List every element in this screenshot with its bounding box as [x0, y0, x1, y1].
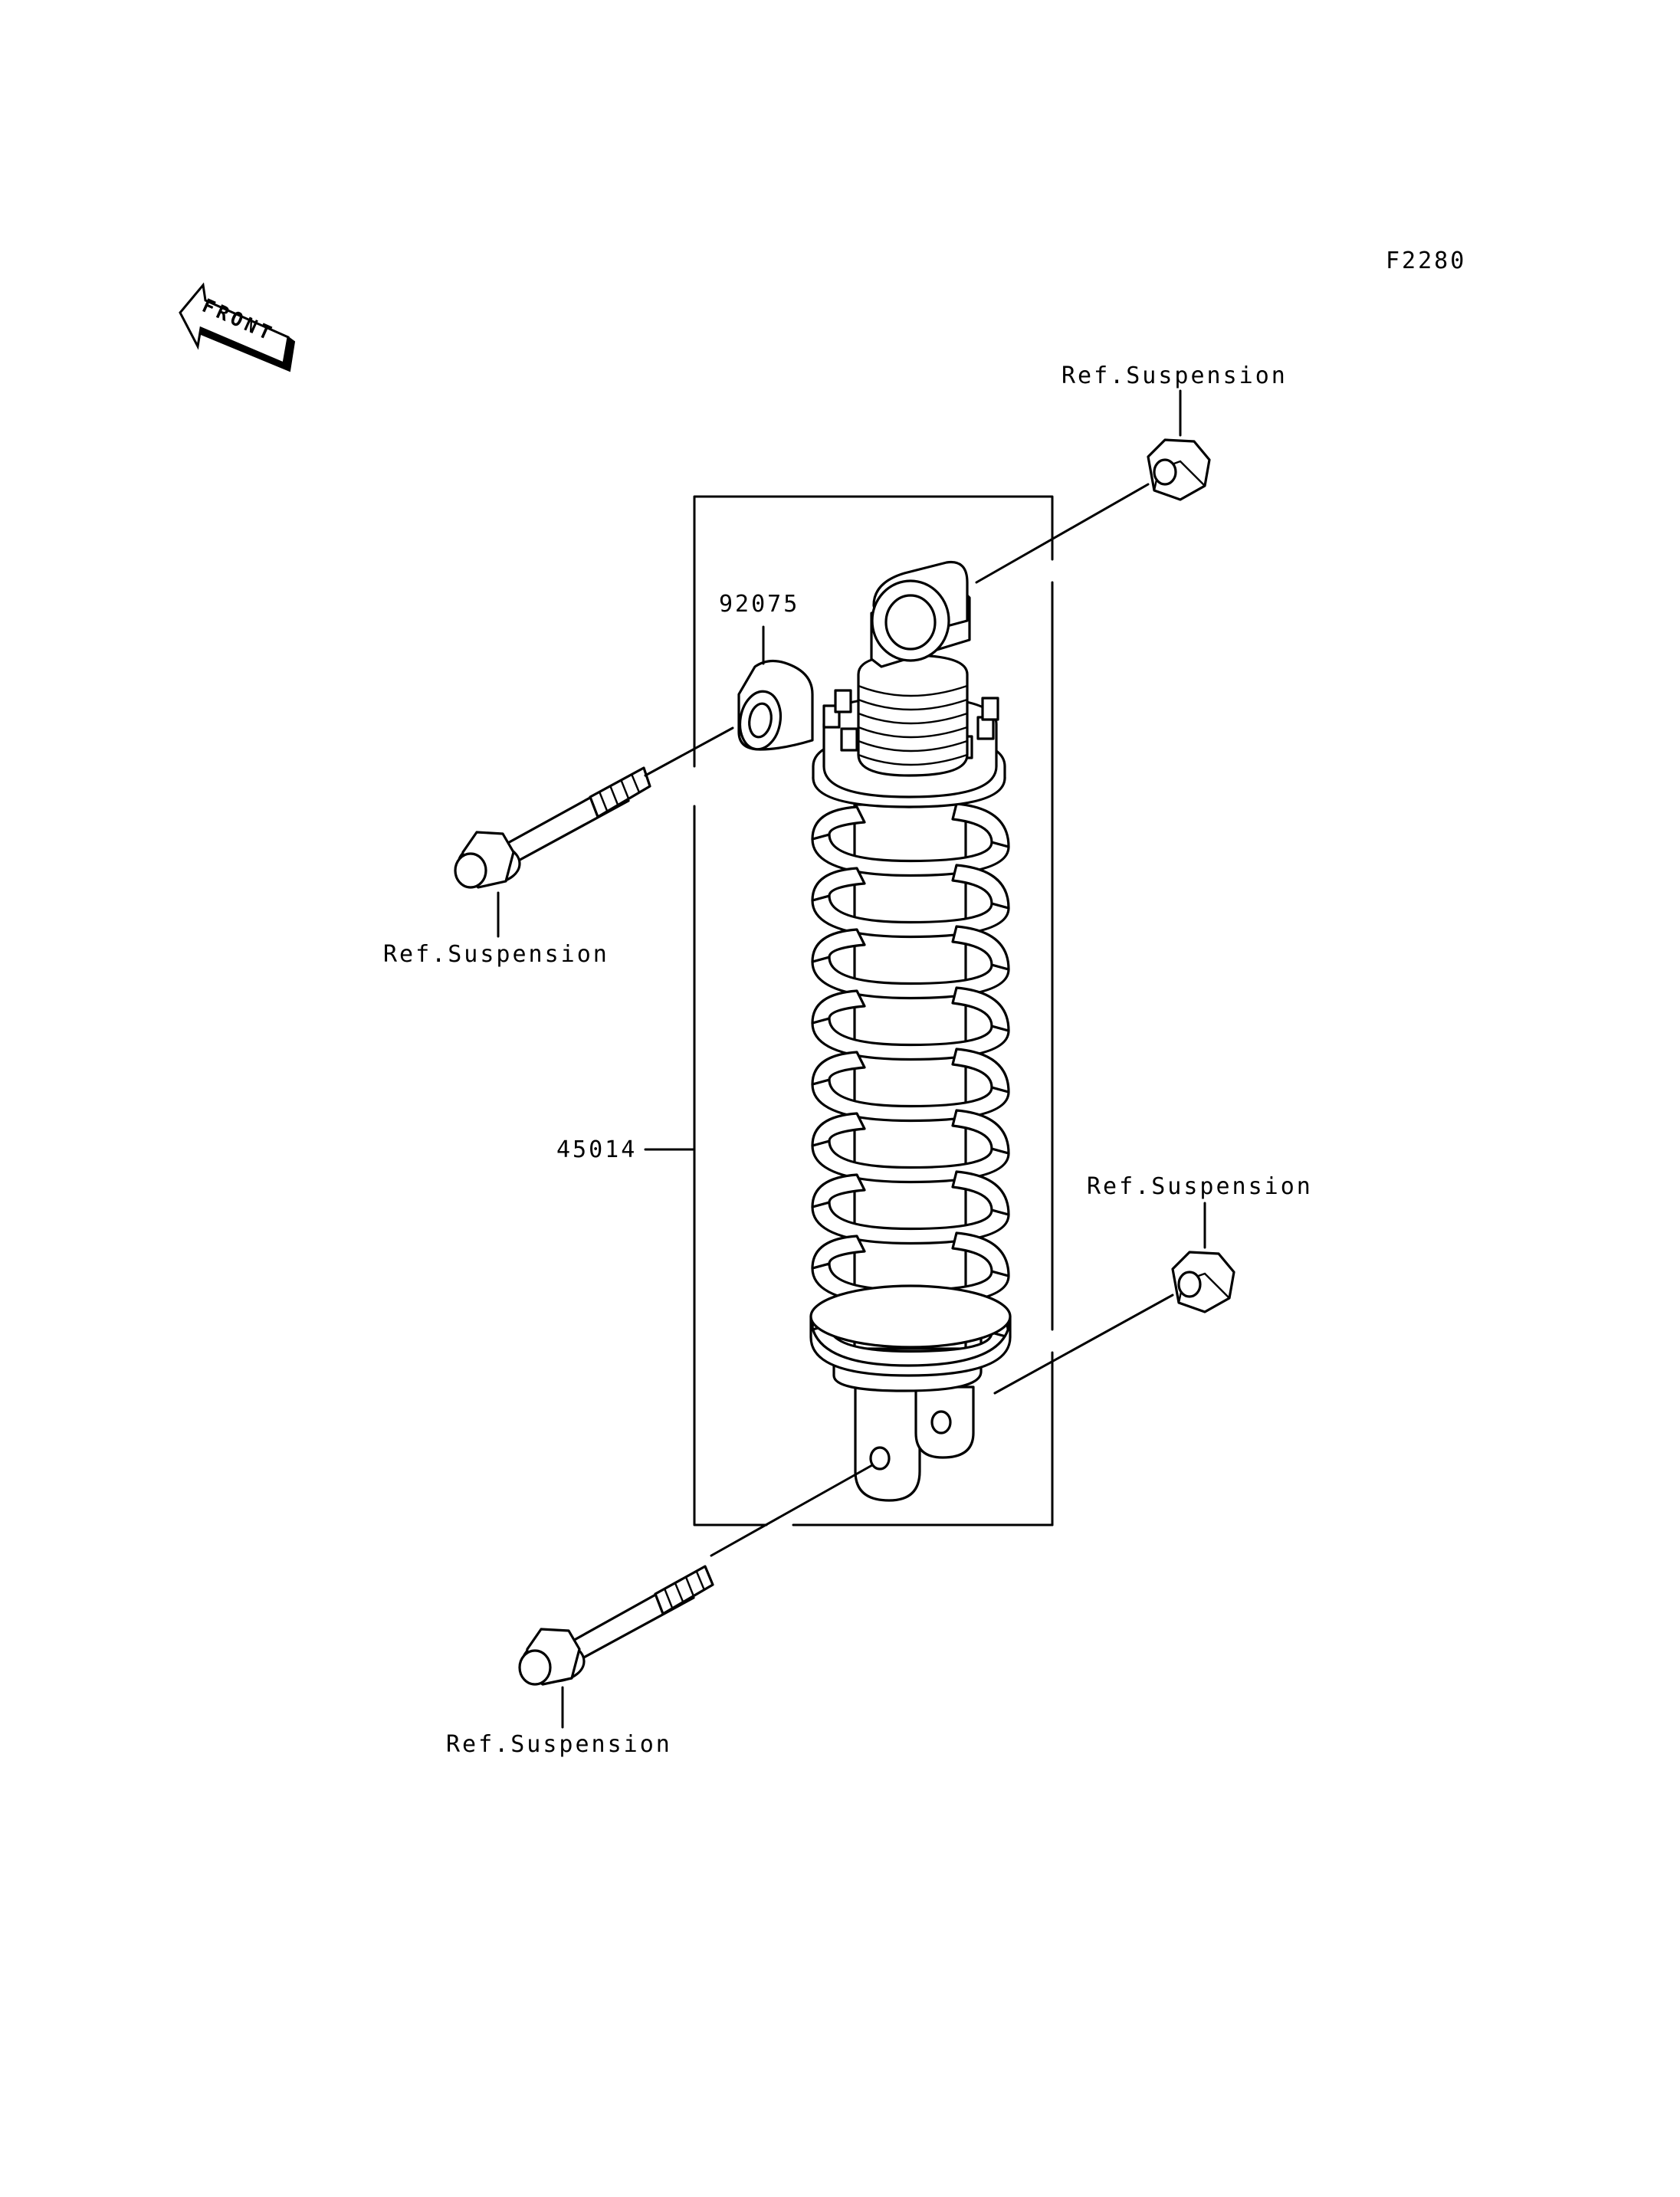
thread-line — [858, 712, 968, 725]
label-ref-suspension-upper-bolt: Ref.Suspension — [383, 941, 609, 968]
thread-line — [858, 739, 968, 753]
leader-lines — [497, 389, 1206, 1729]
upper-bolt — [454, 766, 651, 889]
upper-nut — [1147, 438, 1211, 501]
lower-bolt — [518, 1565, 714, 1686]
label-ref-suspension-lower-nut: Ref.Suspension — [1087, 1173, 1313, 1200]
thread-line — [858, 698, 968, 711]
thread-line — [858, 753, 968, 766]
label-ref-suspension-lower-bolt: Ref.Suspension — [446, 1731, 672, 1758]
label-collar-number: 92075 — [719, 591, 799, 618]
shock-absorber — [809, 560, 1012, 1502]
assembly-bracket — [693, 495, 1054, 1526]
figure-code: F2280 — [1386, 248, 1466, 274]
adjuster-tooth — [834, 689, 852, 713]
thread-line — [858, 684, 968, 697]
front-arrow-icon: FRONT — [179, 282, 296, 372]
thread-line — [858, 726, 968, 739]
adjuster-tooth — [840, 727, 858, 752]
label-shock-absorber-number: 45014 — [556, 1136, 637, 1163]
adjuster-tooth — [981, 697, 999, 721]
label-ref-suspension-top-nut: Ref.Suspension — [1061, 362, 1288, 389]
lower-nut — [1171, 1251, 1235, 1313]
collar-92075 — [737, 659, 814, 751]
